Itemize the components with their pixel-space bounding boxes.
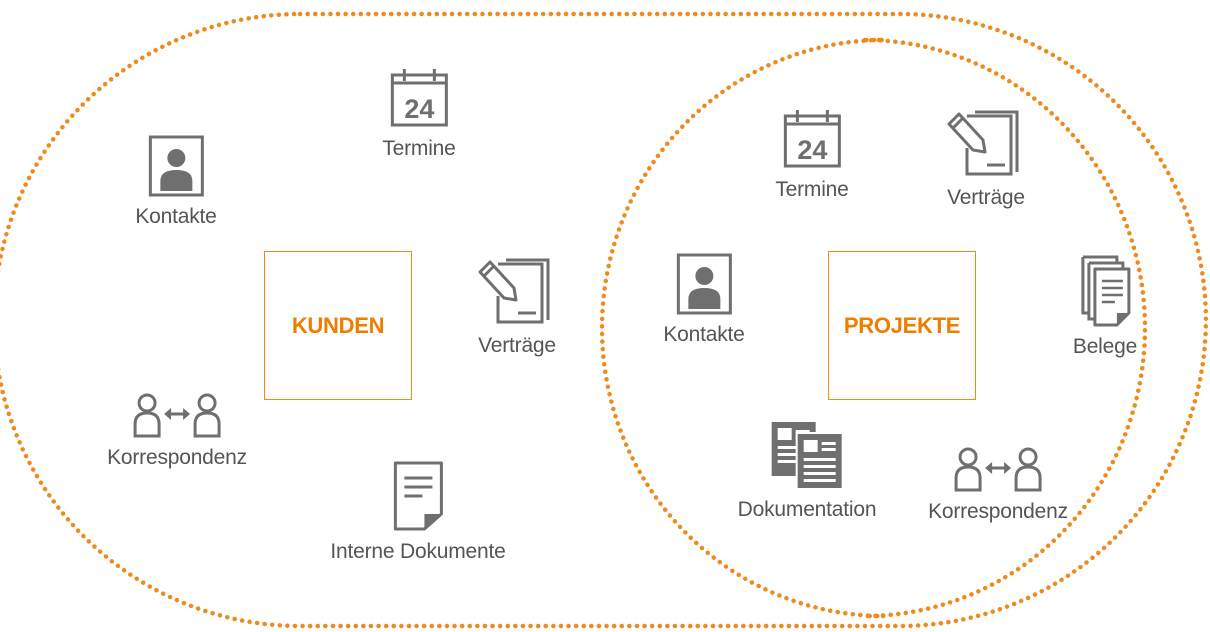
- label-termine: Termine: [382, 137, 456, 160]
- kunden-box: KUNDEN: [264, 251, 412, 400]
- contract-icon: [478, 258, 550, 324]
- label-kontakte: Kontakte: [135, 205, 217, 228]
- label-termine: Termine: [775, 178, 849, 201]
- projekte-item-kontakte: Kontakte: [663, 253, 745, 347]
- label-korrespondenz: Korrespondenz: [107, 446, 247, 469]
- label-vertraege: Verträge: [478, 334, 556, 357]
- calendar-icon: 24: [783, 110, 841, 168]
- kunden-item-termine: 24 Termine: [382, 67, 456, 161]
- contact-icon: [676, 253, 732, 315]
- kunden-outline: [0, 11, 1209, 629]
- projekte-title: PROJEKTE: [843, 312, 961, 338]
- document-icon: [393, 461, 443, 531]
- kunden-item-vertraege: Verträge: [476, 258, 558, 358]
- kunden-title: KUNDEN: [291, 312, 385, 338]
- projekte-item-dokumentation: Dokumentation: [738, 420, 877, 522]
- label-korrespondenz: Korrespondenz: [928, 500, 1068, 523]
- receipts-icon: [1081, 255, 1131, 327]
- projekte-item-vertraege: Verträge: [945, 110, 1027, 210]
- projekte-outline: [599, 37, 1148, 619]
- projekte-item-termine: 24 Termine: [775, 108, 849, 202]
- kunden-item-kontakte: Kontakte: [135, 135, 217, 229]
- documentation-icon: [772, 422, 842, 488]
- calendar-day: 24: [797, 135, 827, 165]
- label-interne-dokumente: Interne Dokumente: [330, 540, 506, 563]
- label-kontakte: Kontakte: [663, 323, 745, 346]
- label-belege: Belege: [1072, 335, 1138, 358]
- kunden-item-korrespondenz: Korrespondenz: [107, 392, 247, 470]
- kunden-item-interne-dokumente: Interne Dokumente: [330, 460, 506, 564]
- label-vertraege: Verträge: [947, 186, 1025, 209]
- projekte-box: PROJEKTE: [828, 251, 976, 400]
- correspondence-icon: [133, 393, 221, 438]
- projekte-item-korrespondenz: Korrespondenz: [928, 446, 1068, 524]
- correspondence-icon: [954, 447, 1042, 492]
- label-dokumentation: Dokumentation: [737, 498, 877, 521]
- calendar-icon: 24: [390, 69, 448, 127]
- calendar-day: 24: [404, 94, 434, 124]
- contact-icon: [148, 135, 204, 197]
- projekte-item-belege: Belege: [1073, 253, 1137, 359]
- contract-icon: [947, 110, 1019, 176]
